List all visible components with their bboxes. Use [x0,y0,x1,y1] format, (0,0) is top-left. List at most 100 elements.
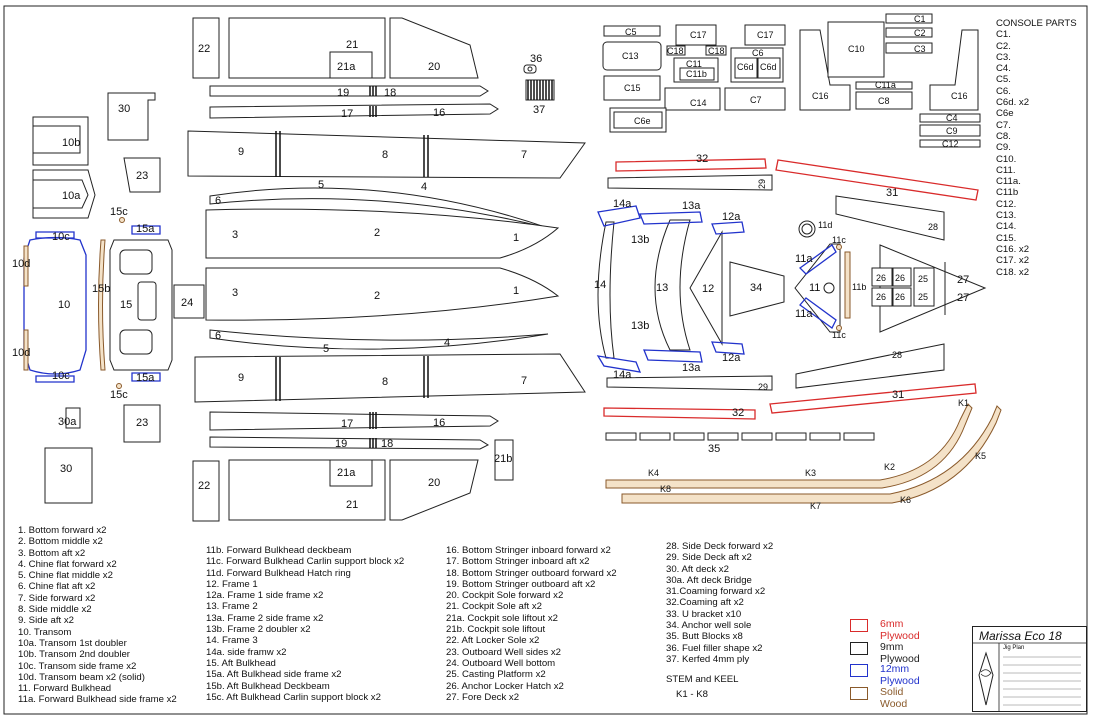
label-c6: C6 [752,48,764,58]
label-27-a: 27 [957,274,969,286]
side-panels-upper: 9 8 7 [187,130,586,179]
console-item: C6d. x2 [996,97,1030,109]
parts-list-item: 12. Frame 1 [206,578,258,590]
parts-list-item: 15. Aft Bulkhead [206,657,276,669]
label-15a-lower: 15a [136,372,155,384]
label-20-upper: 20 [428,61,440,73]
stem-keel-title: STEM and KEEL [666,674,739,685]
label-18-lower: 18 [381,438,393,450]
label-5-lower: 5 [323,343,329,355]
part-10a: 10a [32,169,96,219]
title-block: Marissa Eco 18 Jig Plan [972,626,1087,712]
label-13b-upper: 13b [631,234,649,246]
console-item: C6e [996,108,1014,120]
legend-label-9mm: 9mm Plywood [880,640,920,665]
part-21-lower: 21a 21 [228,459,386,521]
console-item: C9. [996,142,1011,154]
parts-list-item: 13a. Frame 2 side frame x2 [206,612,324,624]
console-item: C8. [996,130,1011,142]
label-10c-lower: 10c [52,370,70,382]
parts-list-item: 8. Side middle x2 [18,604,92,616]
console-item: C15. [996,232,1017,244]
part-15c: 15c 15c [110,206,128,401]
label-1-lower: 1 [513,285,519,297]
part-15a: 15a 15a [131,223,161,384]
label-25-b: 25 [918,292,928,302]
console-item: C14. [996,221,1017,233]
console-item: C10. [996,153,1017,165]
parts-list-item: 29. Side Deck aft x2 [666,552,752,564]
label-29-upper: 29 [757,179,767,189]
legend-swatch-12mm [850,664,868,677]
label-15c-lower: 15c [110,389,128,401]
label-10b: 10b [62,137,80,149]
parts-list-item: 32.Coaming aft x2 [666,597,744,609]
parts-list-item: 17. Bottom Stringer inboard aft x2 [446,556,590,568]
label-c15: C15 [624,83,641,93]
part-30a: 30a [58,407,81,429]
label-17-lower: 17 [341,418,353,430]
label-15a-upper: 15a [136,223,155,235]
label-23-upper: 23 [136,170,148,182]
label-k2: K2 [884,462,895,472]
bottom-panels-lower: 3 2 1 [205,267,560,321]
parts-list-item: 15b. Aft Bulkhead Deckbeam [206,680,330,692]
parts-list-item: 26. Anchor Locker Hatch x2 [446,680,564,692]
parts-list-col1: 1. Bottom forward x2 2. Bottom middle x2… [18,525,177,706]
label-c6d-right: C6d [760,62,777,72]
label-c6e: C6e [634,116,651,126]
parts-list-item: 14. Frame 3 [206,635,258,647]
label-k8: K8 [660,484,671,494]
part-22-upper: 22 [192,17,220,79]
fore-deck-27: 26 26 26 26 25 25 27 27 [871,244,987,333]
butt-blocks-35: 35 [605,432,875,455]
parts-list-item: 11a. Forward Bulkhead side frame x2 [18,694,177,706]
stem-and-keel: K4 K3 K2 K1 K8 K7 K6 K5 [605,398,1002,511]
label-9-upper: 9 [238,146,244,158]
console-item: C5. [996,74,1011,86]
label-c10: C10 [848,44,865,54]
label-18-upper: 18 [384,87,396,99]
label-37: 37 [533,104,545,116]
legend-label-solid: Solid Wood [880,685,908,710]
label-30a: 30a [58,416,77,428]
label-4-upper: 4 [421,181,427,193]
label-26-b: 26 [876,292,886,302]
label-15b: 15b [92,283,110,295]
part-10d: 10d 10d [12,245,30,371]
part-10-transom: 10 10c 10c [23,231,87,383]
title-block-lines [973,642,1086,711]
label-10d-upper: 10d [12,258,30,270]
label-7-upper: 7 [521,149,527,161]
side-panels-lower: 9 8 7 [194,353,586,403]
part-15b: 15b [92,239,110,371]
part-21-upper: 21 21a [228,17,386,79]
label-13a-lower: 13a [682,362,701,374]
label-24: 24 [181,297,193,309]
legend-label-6mm: 6mm Plywood [880,618,920,642]
label-c6d-left: C6d [737,62,754,72]
parts-list-item: 5. Chine flat middle x2 [18,570,113,582]
label-c12: C12 [942,139,959,149]
label-31-lower: 31 [892,389,904,401]
part-34: 34 [729,261,785,317]
label-11c-lower: 11c [832,330,846,340]
parts-list-item: 1. Bottom forward x2 [18,525,107,536]
label-22-lower: 22 [198,480,210,492]
label-27-b: 27 [957,292,969,304]
chine-flats-lower: 6 5 4 [209,329,549,355]
label-12: 12 [702,283,714,295]
label-8-upper: 8 [382,149,388,161]
console-item: C11a. [996,176,1021,188]
part-20-lower: 20 [389,459,479,521]
console-item: C6. [996,85,1011,97]
label-26-a: 26 [876,273,886,283]
label-10c-upper: 10c [52,231,70,243]
part-30-lower: 30 [44,447,93,504]
label-19-lower: 19 [335,438,347,450]
parts-list-item: 27. Fore Deck x2 [446,691,520,703]
parts-list-item: 10a. Transom 1st doubler [18,637,127,649]
label-c11a: C11a [875,80,896,90]
console-item: C1. [996,29,1011,41]
